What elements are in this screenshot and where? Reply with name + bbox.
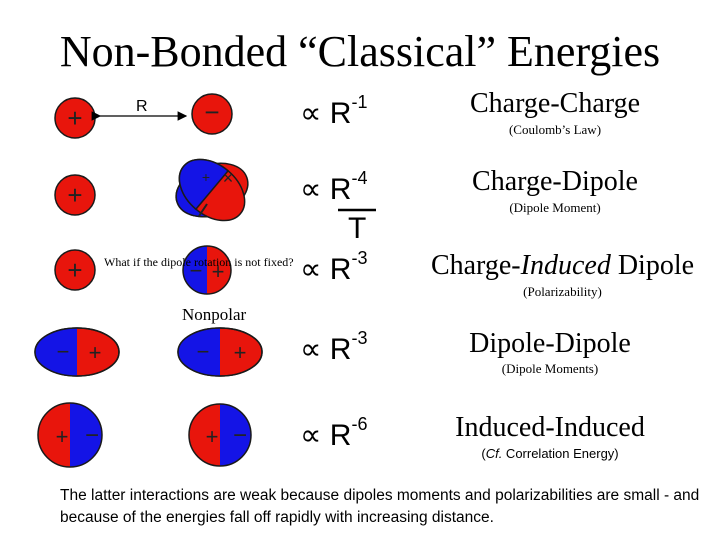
positive-charge [54,174,96,216]
formula-exponent: -6 [351,414,368,434]
svg-text:+: + [89,340,102,365]
svg-text:+: + [234,340,247,365]
footer-text: The latter interactions are weak because… [60,487,700,526]
formula-row-5: ∝ R-6 [300,414,367,453]
svg-text:−: − [197,339,210,364]
plus-sign: + [67,180,82,210]
formula-exponent: -4 [351,168,368,188]
svg-text:+: + [212,259,225,284]
page-title: Non-Bonded “Classical” Energies [59,27,661,76]
interaction-note: (Coulomb’s Law) [508,122,602,137]
formula-base: R [329,333,352,366]
interaction-note: (Cf. Correlation Energy) [481,446,619,461]
formula-base: R [329,97,352,130]
proportional-symbol: ∝ [300,253,322,286]
minus-sign: − [204,97,219,127]
svg-text:−: − [190,258,203,283]
dipole-right: − + [177,327,263,377]
svg-text:−: − [233,422,247,449]
formula-base: R [329,253,352,286]
interaction-name: Charge-Induced Dipole [430,250,695,281]
interaction-note: (Polarizability) [523,284,602,299]
formula-row-4: ∝ R-3 [300,328,367,367]
negative-charge [191,93,233,135]
formula-row-3: ∝ R-3 [300,248,367,287]
positive-charge [54,249,96,291]
interaction-name: Dipole-Dipole [469,328,631,359]
svg-text:+: + [56,424,69,449]
rotating-dipole: × + [175,158,249,222]
distance-label: R [136,98,148,115]
interaction-name: Charge-Charge [469,88,641,119]
induced-dipole: − + [182,245,232,295]
formula-row-1: ∝ R-1 [300,92,367,131]
dipole-left: − + [34,327,120,377]
proportional-symbol: ∝ [300,97,322,130]
proportional-symbol: ∝ [300,333,322,366]
formula-exponent: -3 [351,328,368,348]
question-note: What if the dipole rotation is not fixed… [104,255,294,269]
proportional-symbol: ∝ [300,173,322,206]
formula-row-2: ∝ R-4 [300,168,367,207]
svg-text:×: × [223,168,234,188]
formula-base: R [329,419,352,452]
formula-exponent: -1 [351,92,368,112]
svg-text:−: − [85,422,99,449]
interaction-note: (Dipole Moments) [501,361,599,376]
formula-base: R [329,173,352,206]
nonpolar-label: Nonpolar [182,305,247,324]
interaction-name: Induced-Induced [455,412,645,443]
svg-text:−: − [57,339,70,364]
formula-exponent: -3 [351,248,368,268]
induced-dipole-left: + − [37,402,103,468]
induced-dipole-right: + − [188,403,252,467]
plus-sign: + [67,103,82,133]
interaction-name: Charge-Dipole [472,166,638,197]
formula-denominator: T [348,212,367,245]
proportional-symbol: ∝ [300,419,322,452]
svg-text:+: + [202,169,210,185]
svg-text:+: + [206,424,219,449]
interaction-note: (Dipole Moment) [509,200,601,215]
plus-sign: + [67,255,82,285]
